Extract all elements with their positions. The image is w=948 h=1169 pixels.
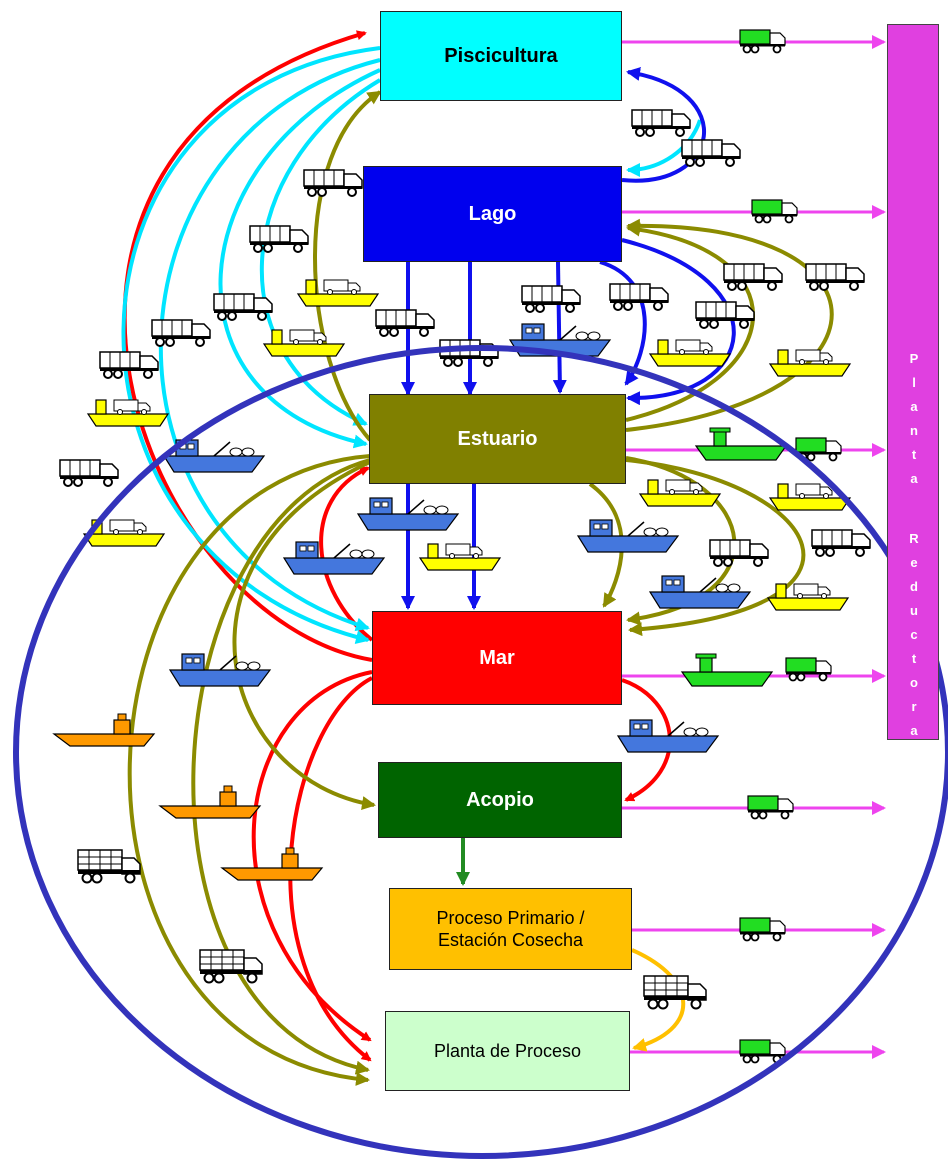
truck-icon <box>723 263 783 291</box>
node-proceso-primario-line1: Proceso Primario / <box>436 907 585 928</box>
yellow-boat-icon <box>419 543 501 571</box>
truck-icon <box>681 139 741 167</box>
truck-icon <box>695 301 755 329</box>
node-piscicultura-label: Piscicultura <box>444 44 558 67</box>
node-estuario-label: Estuario <box>457 427 538 450</box>
ship-icon <box>283 541 385 575</box>
truck-icon <box>249 225 309 253</box>
scope-ellipse <box>13 345 948 1159</box>
node-planta-proceso-label: Planta de Proceso <box>433 1040 582 1061</box>
node-acopio-label: Acopio <box>466 788 534 811</box>
node-planta-proceso: Planta de Proceso <box>385 1011 630 1091</box>
node-acopio: Acopio <box>378 762 622 838</box>
crate-truck-icon <box>77 849 141 884</box>
yellow-boat-icon <box>87 399 169 427</box>
green-truck-icon <box>751 199 798 224</box>
green-truck-icon <box>739 29 786 54</box>
yellow-boat-icon <box>297 279 379 307</box>
planta-letter: r <box>911 699 917 714</box>
planta-letter: c <box>910 627 918 642</box>
node-proceso-primario: Proceso Primario / Estación Cosecha <box>389 888 632 970</box>
orange-boat-icon <box>159 785 261 819</box>
node-estuario: Estuario <box>369 394 626 484</box>
green-truck-icon <box>747 795 794 820</box>
truck-icon <box>59 459 119 487</box>
crate-truck-icon <box>199 949 263 984</box>
ship-icon <box>649 575 751 609</box>
planta-letter: d <box>910 579 918 594</box>
node-proceso-primario-line2: Estación Cosecha <box>437 930 584 950</box>
truck-icon <box>811 529 871 557</box>
green-truck-icon <box>739 917 786 942</box>
orange-boat-icon <box>53 713 155 747</box>
yellow-boat-icon <box>649 339 731 367</box>
planta-letter: R <box>909 531 919 546</box>
truck-icon <box>375 309 435 337</box>
yellow-boat-icon <box>767 583 849 611</box>
planta-letter: P <box>909 351 919 366</box>
truck-icon <box>151 319 211 347</box>
yellow-boat-icon <box>263 329 345 357</box>
truck-icon <box>521 285 581 313</box>
orange-flow <box>631 948 686 1052</box>
planta-letter: o <box>910 675 918 690</box>
ship-icon <box>169 653 271 687</box>
planta-letter: e <box>910 555 918 570</box>
planta-letter: t <box>911 651 917 666</box>
planta-letter: a <box>910 471 918 486</box>
truck-icon <box>709 539 769 567</box>
node-mar-label: Mar <box>479 646 515 669</box>
planta-letter: a <box>910 399 918 414</box>
truck-icon <box>609 283 669 311</box>
planta-reductora-bar: P l a n t a R e d u c t o r a <box>887 24 939 740</box>
planta-letter: n <box>910 423 918 438</box>
orange-boat-icon <box>221 847 323 881</box>
green-truck-icon <box>739 1039 786 1064</box>
truck-icon <box>631 109 691 137</box>
node-lago-label: Lago <box>468 202 517 225</box>
truck-icon <box>303 169 363 197</box>
planta-letter: t <box>911 447 917 462</box>
node-mar: Mar <box>372 611 622 705</box>
crate-truck-icon <box>643 975 707 1010</box>
planta-letter: u <box>910 603 918 618</box>
truck-icon <box>213 293 273 321</box>
truck-icon <box>805 263 865 291</box>
planta-letter: l <box>912 375 916 390</box>
node-piscicultura: Piscicultura <box>380 11 622 101</box>
ship-icon <box>577 519 679 553</box>
node-lago: Lago <box>363 166 622 262</box>
planta-letter: a <box>910 723 918 738</box>
green-boat-icon <box>681 653 773 687</box>
